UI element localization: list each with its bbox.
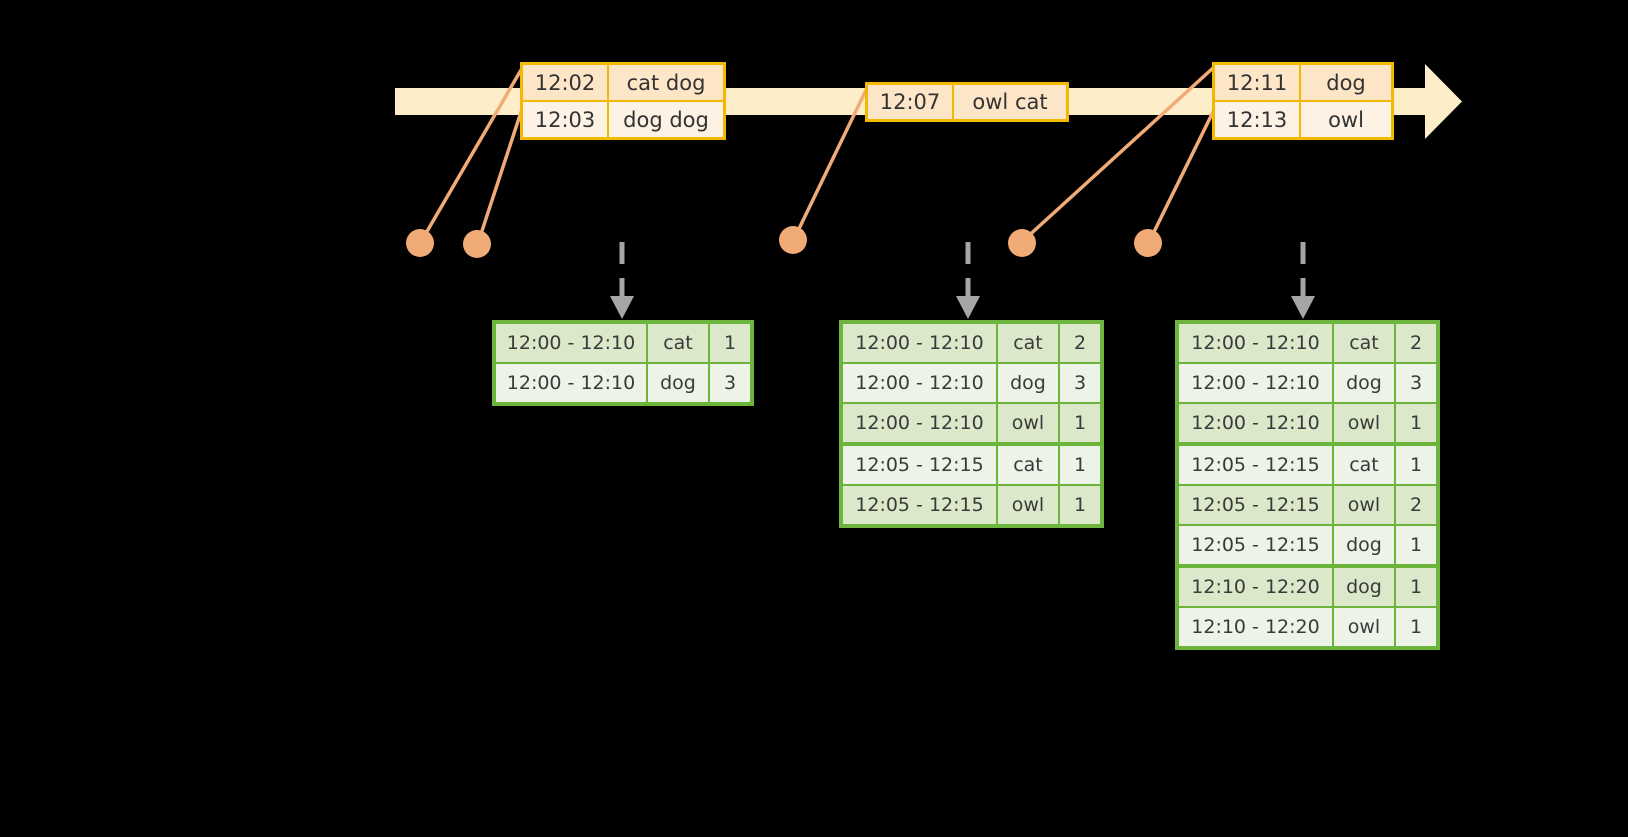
cell-count: 1 [1409,454,1423,476]
cell-key: cat [1334,446,1396,484]
cell-window: 12:10 - 12:20 [1179,608,1334,646]
cell-key: owl [1334,404,1396,442]
cell-window: 12:00 - 12:10 [496,364,648,402]
cell-key: cat [1334,324,1396,362]
cell-key: dog [1334,526,1396,564]
cell-window: 12:10 - 12:20 [1179,568,1334,606]
cell-count: 1 [1073,412,1087,434]
cell-key: cat [998,324,1060,362]
cell-count: 1 [1409,534,1423,556]
cell-count: 1 [1409,412,1423,434]
cell-key: dog [1334,568,1396,606]
event-time: 12:13 [1215,102,1301,137]
timeline-event-row[interactable]: 12:03 dog dog [523,100,723,137]
timeline-event-row[interactable]: 12:02 cat dog [523,65,723,100]
event-words: owl cat [972,90,1048,114]
cell-window: 12:05 - 12:15 [843,486,998,524]
event-words: cat dog [626,70,706,95]
cell-window: 12:00 - 12:10 [843,364,998,402]
event-time: 12:03 [523,102,609,137]
cell-window: 12:05 - 12:15 [1179,446,1334,484]
cell-key: dog [998,364,1060,402]
cell-count: 1 [1409,616,1423,638]
dashed-down-arrows [610,242,1315,319]
event-words: dog [1326,70,1366,95]
cell-key: owl [1334,486,1396,524]
cell-count: 2 [1073,332,1087,354]
cell-count: 1 [1409,576,1423,598]
cell-window: 12:00 - 12:10 [1179,364,1334,402]
cell-window: 12:00 - 12:10 [1179,404,1334,442]
timeline-event-group-3[interactable]: 12:11 dog 12:13 owl [1212,62,1394,140]
dashed-down-arrow-icon-1 [610,242,634,319]
cell-window: 12:00 - 12:10 [843,404,998,442]
dashed-down-arrow-icon-3 [1291,242,1315,319]
cell-key: cat [648,324,710,362]
connector-dot-4 [1008,229,1036,257]
timeline-event-row[interactable]: 12:11 dog [1215,65,1391,100]
timeline-event-row[interactable]: 12:13 owl [1215,100,1391,137]
cell-window: 12:05 - 12:15 [1179,486,1334,524]
cell-window: 12:00 - 12:10 [496,324,648,362]
cell-window: 12:00 - 12:10 [843,324,998,362]
cell-window: 12:05 - 12:15 [1179,526,1334,564]
connector-dot-1 [406,229,434,257]
timeline-event-group-2[interactable]: 12:07 owl cat [865,82,1069,122]
cell-key: dog [648,364,710,402]
event-time: 12:02 [523,65,609,100]
cell-count: 2 [1409,494,1423,516]
timeline-event-group-1[interactable]: 12:02 cat dog 12:03 dog dog [520,62,726,140]
cell-count: 1 [1073,494,1087,516]
cell-count: 1 [723,332,737,354]
cell-count: 3 [1073,372,1087,394]
event-words: owl [1328,107,1364,132]
cell-key: owl [998,486,1060,524]
connector-dots [406,226,1162,258]
event-words: dog dog [623,107,709,132]
connector-dot-5 [1134,229,1162,257]
cell-count: 2 [1409,332,1423,354]
connector-dot-2 [463,230,491,258]
cell-key: cat [998,446,1060,484]
cell-count: 3 [1409,372,1423,394]
cell-window: 12:05 - 12:15 [843,446,998,484]
cell-key: dog [1334,364,1396,402]
event-time: 12:07 [868,85,954,119]
connector-dot-3 [779,226,807,254]
dashed-down-arrow-icon-2 [956,242,980,319]
cell-count: 1 [1073,454,1087,476]
timeline-event-row[interactable]: 12:07 owl cat [868,85,1066,119]
event-time: 12:11 [1215,65,1301,100]
cell-window: 12:00 - 12:10 [1179,324,1334,362]
cell-key: owl [998,404,1060,442]
cell-count: 3 [723,372,737,394]
cell-key: owl [1334,608,1396,646]
